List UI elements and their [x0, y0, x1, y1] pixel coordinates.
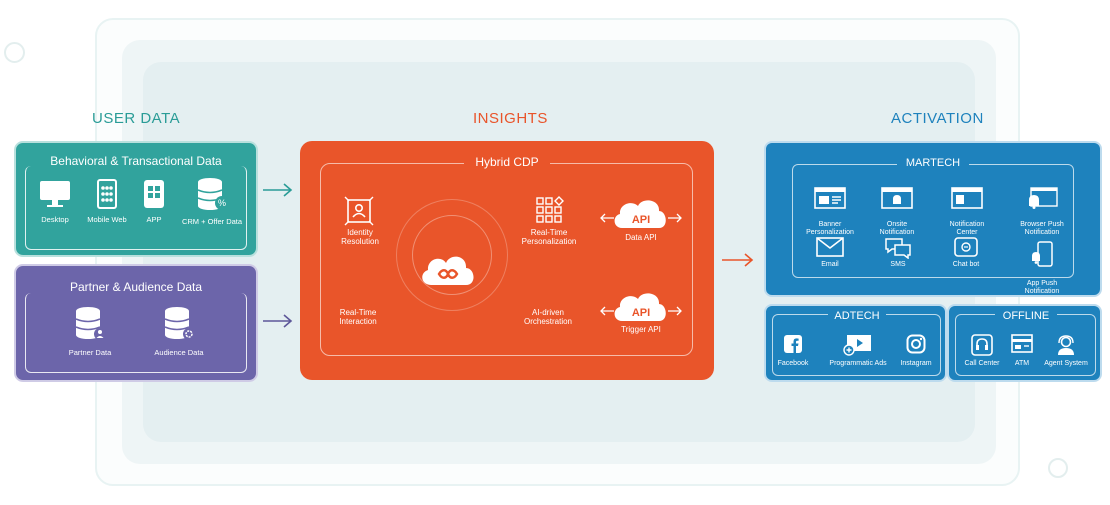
martech-item-banner: Banner Personalization	[796, 179, 864, 238]
martech-item-notification-center: Notification Center	[936, 179, 998, 238]
behavioral-item-app: APP	[132, 179, 176, 224]
partner-data-label: Partner Data	[68, 348, 112, 357]
offline-title: OFFLINE	[995, 310, 1057, 322]
app-push-icon	[1032, 241, 1053, 268]
email-label: Email	[821, 261, 839, 268]
hybrid-cdp-card: Hybrid CDP Identity Resolution Real-Time…	[300, 141, 714, 380]
partner-data-title: Partner & Audience Data	[69, 280, 203, 294]
data-api-label: Data API	[625, 233, 657, 242]
behavioral-item-crm: % CRM + Offer Data	[176, 177, 248, 226]
app-push-label: App Push Notification	[1024, 279, 1060, 296]
instagram-label: Instagram	[900, 360, 932, 367]
martech-card: MARTECH Banner Personalization Onsite No…	[764, 141, 1102, 297]
svg-text:%: %	[218, 198, 226, 208]
banner-icon	[814, 187, 846, 210]
data-api-icon: API	[600, 200, 682, 228]
desktop-label: Desktop	[41, 215, 69, 224]
agent-system-label: Agent System	[1044, 360, 1088, 367]
cdp-ring-outer	[396, 199, 508, 311]
chatbot-label: Chat bot	[952, 261, 980, 268]
behavioral-data-title: Behavioral & Transactional Data	[50, 154, 222, 168]
martech-title: MARTECH	[897, 157, 969, 169]
adtech-title: ADTECH	[828, 310, 886, 322]
martech-item-email: Email	[802, 237, 858, 268]
database-gear-icon	[164, 307, 195, 340]
sms-icon	[885, 238, 911, 259]
data-api-badge: API	[632, 214, 650, 226]
behavioral-item-mobile-web: Mobile Web	[82, 179, 132, 224]
realtime-interaction-label: Real-Time Interaction	[339, 308, 377, 327]
partner-item-audience-data: Audience Data	[146, 306, 212, 357]
cdp-title: Hybrid CDP	[464, 155, 550, 169]
cdp-cloud-icon	[422, 256, 474, 285]
offline-item-atm: ATM	[1007, 334, 1037, 367]
offline-card: OFFLINE Call Center ATM Agent System	[947, 304, 1102, 382]
atm-label: ATM	[1014, 360, 1030, 367]
programmatic-ads-label: Programmatic Ads	[829, 360, 887, 367]
sms-label: SMS	[890, 261, 906, 268]
decorative-circle-left	[4, 42, 25, 63]
crm-label: CRM + Offer Data	[181, 217, 243, 226]
instagram-icon	[906, 334, 926, 354]
call-center-icon	[971, 334, 993, 356]
martech-item-app-push: App Push Notification	[1006, 233, 1078, 297]
behavioral-card-outline	[25, 166, 247, 250]
realtime-personalization-label: Real-Time Personalization	[521, 228, 577, 247]
adtech-card: ADTECH Facebook Programmatic Ads Instagr…	[764, 304, 947, 382]
database-percent-icon: %	[197, 178, 229, 210]
facebook-label: Facebook	[777, 360, 809, 367]
cdp-ring-inner	[412, 215, 492, 295]
notification-center-icon	[951, 187, 983, 210]
facebook-icon	[784, 335, 802, 353]
trigger-api-label: Trigger API	[621, 325, 661, 334]
call-center-label: Call Center	[964, 360, 1000, 367]
app-label: APP	[146, 215, 162, 224]
arrow-behavioral-to-cdp	[263, 183, 293, 197]
app-icon	[144, 180, 164, 208]
offline-item-call-center: Call Center	[959, 334, 1005, 367]
insights-title: INSIGHTS	[473, 110, 548, 127]
programmatic-ads-icon	[843, 335, 871, 356]
mobile-web-icon	[97, 179, 117, 209]
partner-data-card: Partner & Audience Data Partner Data Aud…	[14, 264, 258, 382]
email-icon	[816, 237, 844, 257]
notification-center-label: Notification Center	[949, 220, 985, 237]
activation-title: ACTIVATION	[891, 110, 984, 127]
database-user-icon	[75, 307, 106, 340]
arrow-partner-to-cdp	[263, 314, 293, 328]
agent-icon	[1058, 335, 1074, 355]
identity-resolution-icon	[344, 196, 374, 226]
martech-item-chatbot: Chat bot	[938, 237, 994, 268]
ai-orchestration-label: AI-driven Orchestration	[523, 308, 573, 327]
martech-item-sms: SMS	[870, 237, 926, 268]
user-data-title: USER DATA	[92, 110, 181, 127]
browser-push-icon	[1029, 187, 1058, 210]
onsite-notification-icon	[881, 187, 913, 210]
partner-card-outline	[25, 293, 247, 373]
atm-icon	[1011, 334, 1033, 353]
realtime-personalization-icon	[536, 196, 564, 223]
partner-item-partner-data: Partner Data	[60, 306, 120, 357]
martech-item-onsite: Onsite Notification	[866, 179, 928, 238]
mobile-web-label: Mobile Web	[87, 215, 127, 224]
trigger-api-icon: API	[600, 293, 682, 321]
martech-item-browser-push: Browser Push Notification	[1006, 179, 1078, 238]
offline-item-agent-system: Agent System	[1037, 334, 1095, 367]
identity-resolution-label: Identity Resolution	[341, 228, 379, 247]
banner-label: Banner Personalization	[806, 220, 854, 237]
behavioral-data-card: Behavioral & Transactional Data Desktop …	[14, 141, 258, 257]
browser-push-label: Browser Push Notification	[1020, 220, 1064, 237]
behavioral-item-desktop: Desktop	[30, 179, 80, 224]
adtech-item-facebook: Facebook	[776, 334, 810, 367]
adtech-item-instagram: Instagram	[894, 334, 938, 367]
adtech-item-programmatic-ads: Programmatic Ads	[822, 334, 894, 367]
audience-data-label: Audience Data	[154, 348, 204, 357]
chatbot-icon	[954, 237, 978, 257]
onsite-label: Onsite Notification	[879, 220, 915, 237]
arrow-cdp-to-activation	[722, 253, 754, 267]
desktop-icon	[40, 181, 70, 207]
decorative-circle-right	[1048, 458, 1068, 478]
trigger-api-badge: API	[632, 307, 650, 319]
